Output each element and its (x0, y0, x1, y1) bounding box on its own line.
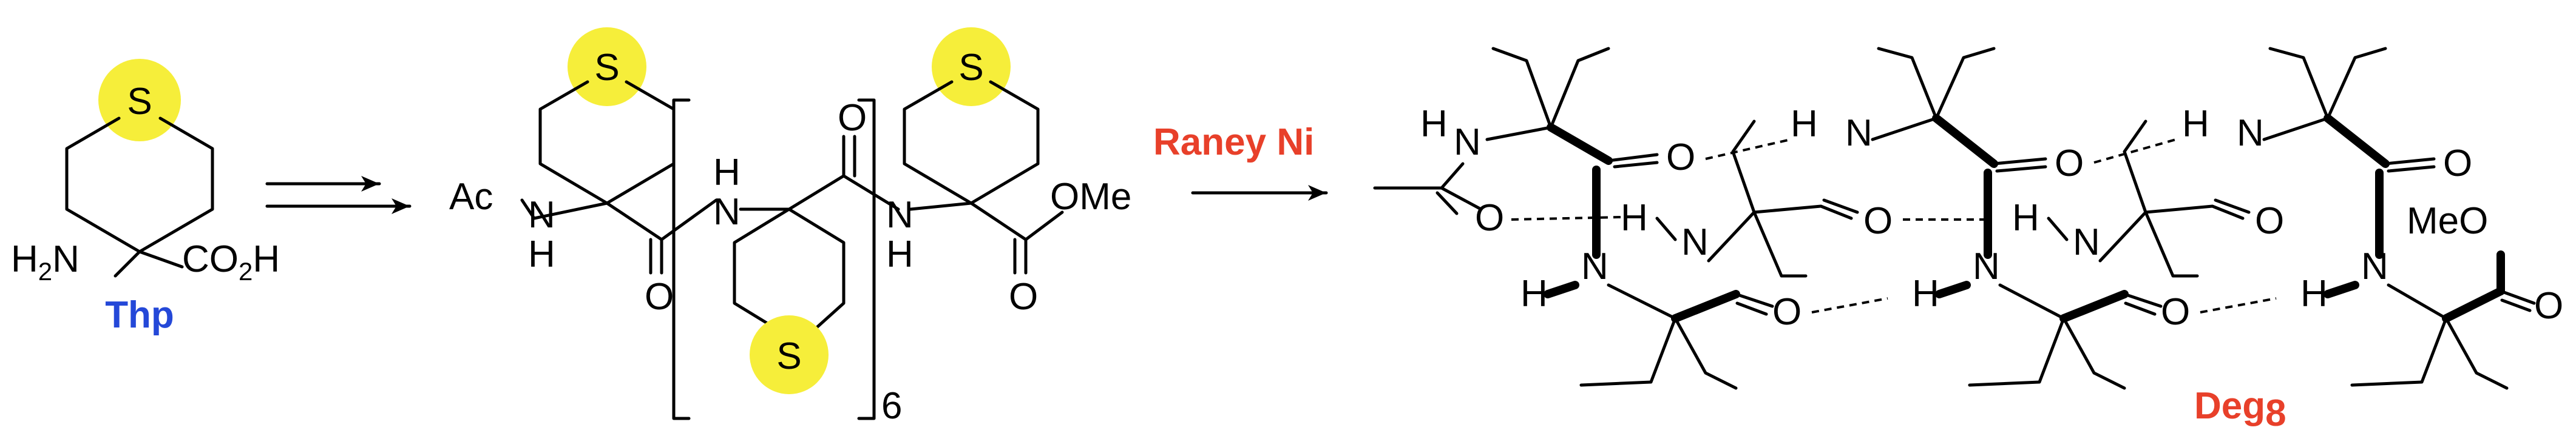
deg-n-8: N (2361, 246, 2388, 287)
deg-h-2: H (1520, 273, 1548, 315)
thp-acid-label: CO2H (182, 238, 280, 286)
deg-h-1: H (1420, 103, 1448, 145)
deg-o-3: O (1772, 291, 1802, 333)
deg8-name-label: Deg8 (2194, 385, 2286, 433)
peptide-carbonyl-o-last: O (1009, 276, 1038, 318)
deg-h-5: H (1912, 273, 1939, 315)
thp-sulfur-label: S (127, 81, 152, 123)
methyl-ester-label: OMe (1050, 176, 1131, 218)
thp-sulfur-highlight (98, 59, 181, 141)
deg-n-6: N (2073, 221, 2100, 263)
peptide-carbonyl-o-1: O (645, 276, 674, 318)
deg-o-2: O (1666, 136, 1695, 178)
deg-o-1: O (1475, 197, 1504, 239)
peptide-nh-3: N (886, 194, 913, 236)
deg-n-1: N (1454, 121, 1481, 163)
deg-h-6: H (2012, 197, 2039, 239)
deg-h-3: H (1621, 197, 1648, 239)
peptide-carbonyl-o-2: O (838, 97, 867, 139)
thp-peptide-structure: S Ac N H O H N S O 6 N H S (449, 27, 1131, 427)
acetyl-label: Ac (449, 176, 493, 218)
deg-o-8: O (2443, 143, 2472, 184)
reagent-arrow: Raney Ni (1153, 121, 1328, 201)
peptide-nh-1: N (528, 194, 555, 236)
deg-methoxy-label: MeO (2407, 200, 2488, 242)
reagent-label: Raney Ni (1153, 121, 1314, 163)
deg-n-4: N (1845, 112, 1873, 154)
peptide-sulfur-1: S (594, 47, 619, 89)
deg-h-7: H (2182, 103, 2209, 145)
repeat-count: 6 (881, 385, 902, 427)
thp-structure: S H2N CO2H Thp (11, 59, 280, 336)
peptide-sulfur-middle: S (776, 335, 801, 377)
thp-name-label: Thp (105, 294, 174, 336)
deg-o-9: O (2534, 285, 2563, 327)
deg-o-4: O (1863, 200, 1893, 242)
thp-amine-label: H2N (11, 238, 80, 286)
peptide-sulfur-highlight-middle (750, 315, 829, 394)
deg-n-7: N (2237, 112, 2264, 154)
peptide-h-1: H (528, 233, 555, 275)
deg-h-4: H (1791, 103, 1818, 145)
deg-h-8: H (2300, 273, 2328, 315)
peptide-sulfur-highlight-last (932, 27, 1011, 106)
deg-o-6: O (2161, 291, 2190, 333)
peptide-nh-2-n: N (713, 191, 741, 233)
deg-o-5: O (2055, 143, 2084, 184)
deg-n-5: N (1973, 246, 2000, 287)
deg8-structure: O H N O H N O H N O H N O (1373, 47, 2563, 433)
peptide-sulfur-highlight-1 (568, 27, 646, 106)
deg-n-2: N (1581, 246, 1608, 287)
deg-n-3: N (1681, 221, 1709, 263)
multistep-arrows (265, 176, 412, 214)
peptide-nh-2: H (713, 152, 741, 193)
peptide-h-3: H (886, 233, 913, 275)
peptide-sulfur-last: S (958, 47, 983, 89)
deg-o-7: O (2255, 200, 2284, 242)
